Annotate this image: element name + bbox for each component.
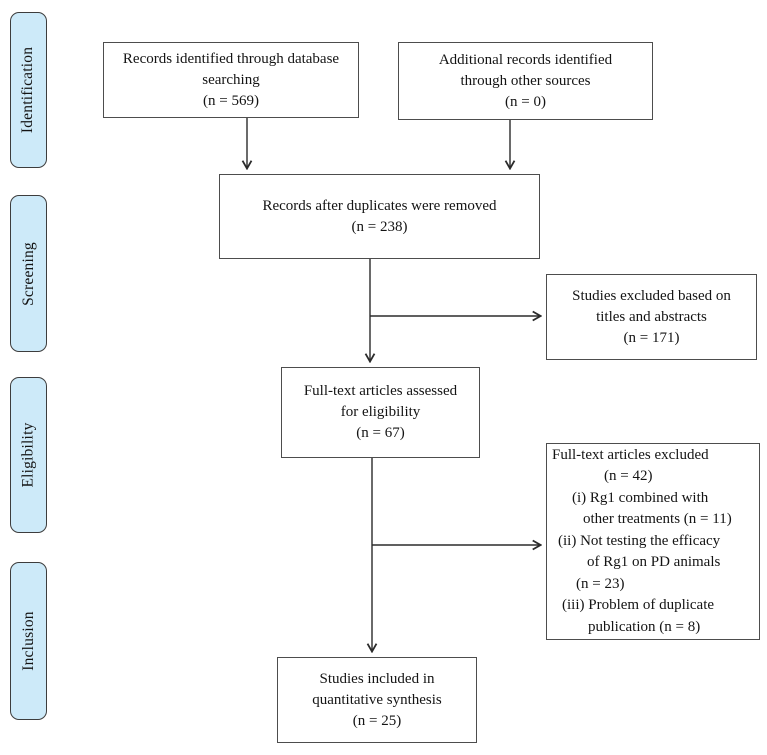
box-records-after-duplicates: Records after duplicates were removed (n…	[219, 174, 540, 259]
text-line: (n = 0)	[505, 93, 546, 110]
text-line: (n = 238)	[351, 218, 408, 235]
box-studies-excluded-titles-abstracts: Studies excluded based on titles and abs…	[546, 274, 757, 360]
text-line: Records after duplicates were removed	[262, 197, 497, 214]
text-line: other treatments (n = 11)	[583, 511, 732, 528]
text-line: (iii) Problem of duplicate	[562, 597, 715, 614]
box-records-identified-other-sources: Additional records identified through ot…	[398, 42, 653, 120]
text-line: through other sources	[460, 72, 591, 89]
text-line: of Rg1 on PD animals	[587, 554, 721, 571]
text-line: (n = 42)	[604, 468, 653, 485]
text-line: (i) Rg1 combined with	[572, 489, 709, 506]
text-line: (n = 171)	[623, 329, 680, 346]
text-line: publication (n = 8)	[588, 618, 701, 635]
text-line: Studies included in	[319, 670, 435, 687]
text-line: (n = 569)	[203, 92, 259, 109]
text-line: Records identified through database	[122, 50, 340, 67]
text-line: titles and abstracts	[596, 308, 707, 325]
text-line: Additional records identified	[438, 51, 613, 68]
box-studies-included-quantitative: Studies included in quantitative synthes…	[277, 657, 477, 743]
text-line: quantitative synthesis	[312, 691, 442, 708]
text-line: searching	[202, 71, 260, 88]
stage-inclusion: Inclusion	[10, 562, 47, 720]
stage-label: Screening	[19, 241, 37, 306]
text-line: for eligibility	[340, 404, 421, 420]
text-line: Full-text articles assessed	[303, 383, 458, 399]
text-line: (n = 25)	[352, 712, 402, 729]
stage-screening: Screening	[10, 195, 47, 352]
box-fulltext-assessed: Full-text articles assessed for eligibil…	[281, 367, 480, 458]
box-records-identified-database: Records identified through database sear…	[103, 42, 359, 118]
stage-label: Identification	[19, 46, 37, 134]
text-line: (n = 67)	[356, 425, 405, 441]
stage-label: Eligibility	[19, 422, 37, 488]
stage-label: Inclusion	[19, 611, 37, 671]
box-fulltext-excluded: Full-text articles excluded (n = 42) (i)…	[546, 443, 760, 640]
text-line: Studies excluded based on	[572, 287, 731, 304]
stage-eligibility: Eligibility	[10, 377, 47, 533]
text-line: (ii) Not testing the efficacy	[558, 532, 721, 549]
text-line: (n = 23)	[576, 575, 625, 592]
stage-identification: Identification	[10, 12, 47, 168]
text-line: Full-text articles excluded	[552, 446, 709, 463]
